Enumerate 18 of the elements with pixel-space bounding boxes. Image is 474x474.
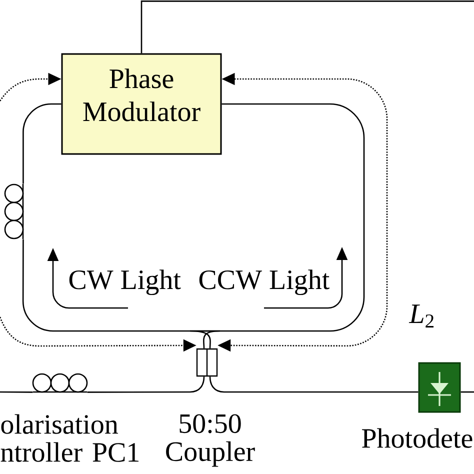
fiber-line bbox=[0, 391, 33, 393]
arrow-label: CW Light bbox=[69, 270, 181, 296]
length-label: L$_{2}$ bbox=[408, 304, 434, 328]
fiber-line bbox=[460, 391, 474, 393]
modulator-box: Phase Modulator bbox=[61, 53, 222, 155]
component-label: 50:50 Coupler bbox=[166, 414, 255, 467]
component-label: olarisation ntroller PC1 bbox=[0, 414, 139, 462]
component-label: Photodete bbox=[362, 428, 472, 448]
connector-line bbox=[140, 0, 474, 54]
arrow-label: CCW Light bbox=[199, 270, 330, 296]
photodetector-box bbox=[418, 362, 461, 413]
fiber-line bbox=[189, 103, 365, 348]
fiber-line bbox=[87, 376, 205, 393]
fiber-line bbox=[22, 103, 62, 184]
fiber-coil bbox=[4, 184, 24, 240]
coupler-box bbox=[196, 348, 218, 377]
fiber-coil bbox=[32, 373, 88, 393]
fiber-line bbox=[209, 376, 418, 393]
